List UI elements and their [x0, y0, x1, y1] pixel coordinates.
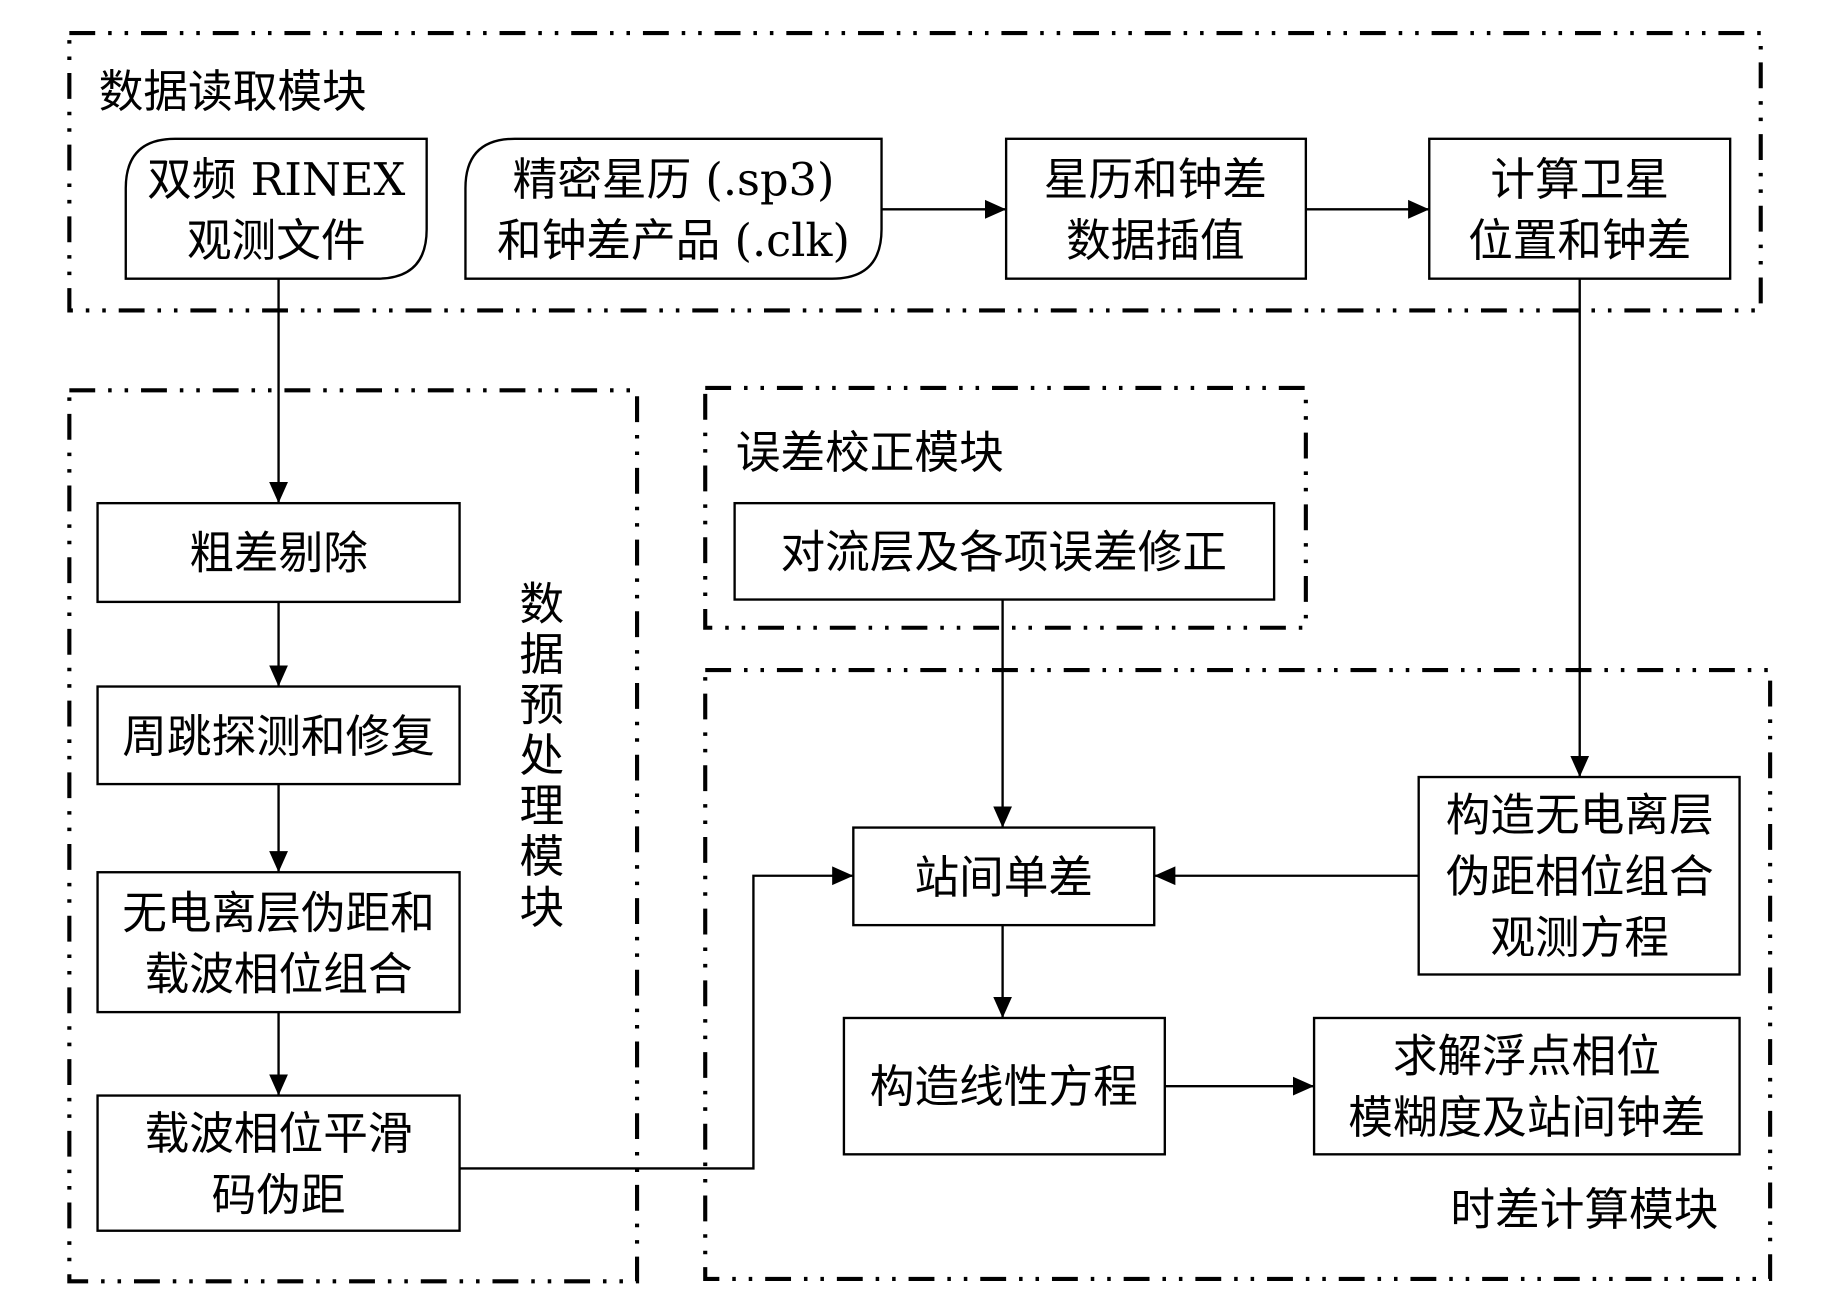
box-label-construct-obs: 构造无电离层: [1446, 790, 1714, 842]
box-precise-ephemeris: [464, 137, 883, 280]
module-label-time-diff: 时差计算模块: [1450, 1184, 1718, 1236]
module-label-error-correction: 误差校正模块: [736, 427, 1004, 479]
box-rinex-observation: [124, 137, 428, 280]
box-label-linear: 构造线性方程: [870, 1061, 1138, 1113]
box-label-interp: 数据插值: [1066, 215, 1245, 267]
box-single-difference: [852, 826, 1156, 927]
module-label-preprocess-char: 理: [520, 781, 565, 833]
module-preprocess-border: [67, 388, 640, 1284]
box-label-construct-obs: 观测方程: [1490, 912, 1669, 964]
module-data-read-border: [67, 30, 1763, 313]
box-label-satpos: 计算卫星: [1490, 154, 1669, 206]
box-gross-error-removal: [96, 501, 461, 604]
module-time-diff-border: [703, 668, 1773, 1281]
box-label-tropo: 对流层及各项误差修正: [780, 526, 1227, 578]
module-label-data-read: 数据读取模块: [99, 66, 367, 118]
box-construct-observation: [1417, 775, 1741, 976]
box-label-ionofree: 无电离层伪距和: [122, 887, 435, 939]
module-error-correction-border: [703, 385, 1308, 630]
box-ionofree-combination: [96, 871, 461, 1014]
box-carrier-smoothing: [96, 1094, 461, 1232]
box-solve-ambiguity: [1312, 1016, 1741, 1156]
box-label-cycleslip: 周跳探测和修复: [122, 711, 435, 763]
box-tropo-correction: [733, 501, 1276, 601]
module-label-preprocess-char: 模: [520, 831, 565, 883]
module-label-preprocess-char: 预: [520, 680, 565, 732]
box-label-sd: 站间单差: [914, 852, 1093, 904]
box-label-satpos: 位置和钟差: [1468, 215, 1691, 267]
box-label-rinex: 双频 RINEX: [147, 154, 405, 206]
module-label-preprocess-char: 处: [520, 730, 565, 782]
arrow-smooth-to-sd: [459, 866, 854, 1170]
box-label-construct-obs: 伪距相位组合: [1446, 851, 1714, 903]
box-cycle-slip: [96, 685, 461, 786]
box-label-gross: 粗差剔除: [189, 528, 368, 580]
module-label-preprocess-char: 块: [520, 882, 565, 934]
box-interpolation: [1004, 137, 1308, 280]
box-label-interp: 星历和钟差: [1044, 154, 1267, 206]
box-label-precise: 和钟差产品 (.clk): [497, 215, 850, 267]
box-label-solve: 模糊度及站间钟差: [1348, 1092, 1705, 1144]
box-label-ionofree: 载波相位组合: [145, 948, 413, 1000]
box-label-precise: 精密星历 (.sp3): [513, 154, 835, 206]
box-label-rinex: 观测文件: [187, 215, 366, 267]
box-linear-equation: [842, 1016, 1166, 1156]
module-label-preprocess-char: 据: [520, 629, 565, 681]
module-label-preprocess-char: 数: [520, 579, 565, 631]
box-label-smooth: 码伪距: [212, 1169, 346, 1221]
box-satellite-position: [1428, 137, 1732, 280]
box-label-solve: 求解浮点相位: [1393, 1031, 1661, 1083]
box-label-smooth: 载波相位平滑: [145, 1108, 413, 1160]
